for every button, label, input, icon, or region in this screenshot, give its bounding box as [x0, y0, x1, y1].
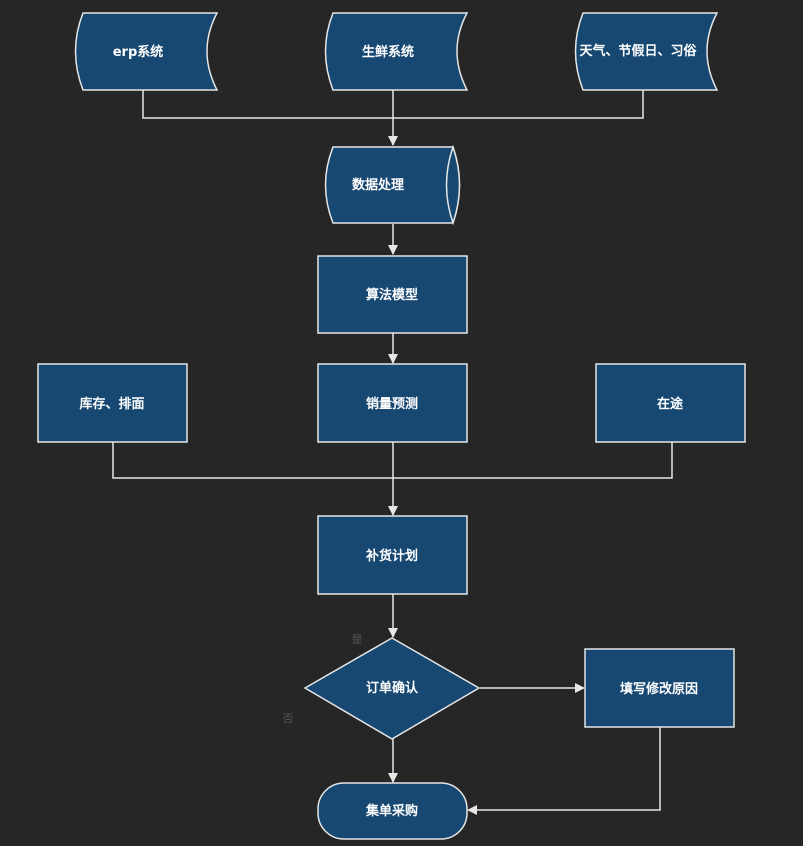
node-sales-forecast-label: 销量预测: [366, 396, 418, 412]
node-inventory-display-label: 库存、排面: [79, 396, 144, 412]
edge-stock-to-merge: [112, 442, 393, 479]
node-data-processing[interactable]: 数据处理: [324, 144, 461, 226]
node-weather-holidays-label-wrap: 天气、节假日、习俗: [579, 44, 697, 59]
edges: [112, 90, 673, 815]
node-replenishment-plan[interactable]: 补货计划: [317, 515, 468, 595]
node-replenishment-plan-label: 补货计划: [365, 548, 418, 564]
node-fill-reason-label: 填写修改原因: [620, 681, 698, 697]
node-inventory-display[interactable]: 库存、排面: [37, 363, 188, 443]
node-weather-holidays-label: 天气、节假日、习俗: [579, 44, 697, 59]
node-erp-system[interactable]: erp系统: [74, 12, 219, 91]
node-algorithm-model[interactable]: 算法模型: [317, 255, 468, 334]
edge-transit-to-merge: [393, 442, 673, 479]
node-order-confirmation-label: 订单确认: [366, 680, 419, 696]
node-sales-forecast[interactable]: 销量预测: [317, 363, 468, 443]
edge-label-no: 否: [283, 712, 294, 725]
node-algorithm-model-label: 算法模型: [366, 287, 418, 303]
node-in-transit[interactable]: 在途: [595, 363, 746, 443]
node-consolidated-purchase[interactable]: 集单采购: [317, 782, 468, 840]
node-order-confirmation[interactable]: 订单确认: [303, 637, 481, 740]
node-consolidated-purchase-label: 集单采购: [365, 803, 418, 819]
edge-reason-to-purchase: [467, 727, 661, 815]
edge-erp-to-merge: [142, 90, 393, 119]
node-in-transit-label: 在途: [657, 396, 684, 412]
edge-weather-to-merge: [393, 90, 644, 119]
edge-label-yes: 是: [352, 633, 363, 646]
node-data-processing-label: 数据处理: [352, 177, 404, 193]
node-weather-holidays[interactable]: 天气、节假日、习俗: [573, 12, 719, 91]
node-erp-system-label: erp系统: [113, 44, 164, 60]
node-fresh-system[interactable]: 生鲜系统: [324, 12, 469, 91]
node-fill-reason[interactable]: 填写修改原因: [584, 648, 735, 728]
node-fresh-system-label: 生鲜系统: [362, 44, 414, 60]
